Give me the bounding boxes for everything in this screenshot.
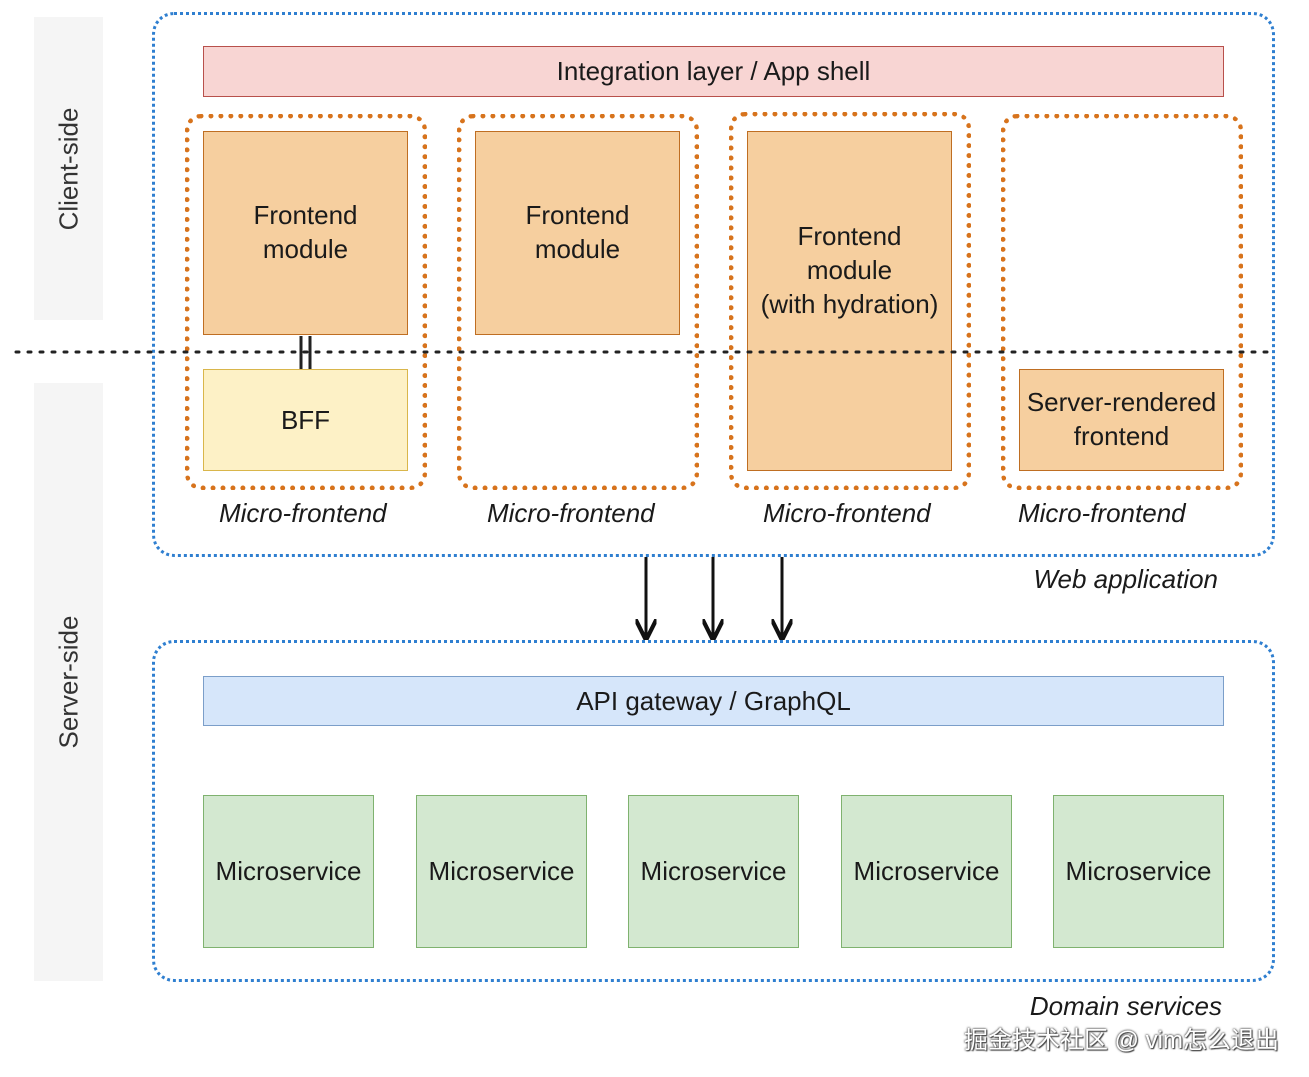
domain-services-region: [152, 640, 1275, 982]
micro-frontend-4: [1001, 114, 1243, 490]
client-side-band: Client-side: [34, 17, 103, 320]
frontend-module-2: Frontend module: [475, 131, 680, 335]
micro-frontend-2: [457, 114, 699, 490]
api-gateway-bar: API gateway / GraphQL: [203, 676, 1224, 726]
web-application-caption: Web application: [1033, 564, 1218, 594]
frontend-module-1-label: Frontend module: [253, 200, 358, 264]
bff-label: BFF: [280, 404, 331, 435]
frontend-module-1: Frontend module: [203, 131, 408, 335]
micro-frontend-3-caption: Micro-frontend: [763, 498, 931, 528]
microservice-4: Microservice: [841, 795, 1012, 948]
microservice-3: Microservice: [628, 795, 799, 948]
watermark: 掘金技术社区 @ vim怎么退出: [963, 1027, 1279, 1054]
integration-layer-bar: Integration layer / App shell: [203, 46, 1224, 97]
server-side-band: Server-side: [34, 383, 103, 981]
frontend-module-3: Frontend module (with hydration): [747, 131, 952, 471]
domain-services-caption: Domain services: [1029, 991, 1222, 1021]
microservice-1: Microservice: [203, 795, 374, 948]
micro-frontend-2-caption: Micro-frontend: [487, 498, 655, 528]
micro-frontend-4-caption: Micro-frontend: [1018, 498, 1186, 528]
frontend-module-2-label: Frontend module: [525, 200, 630, 264]
micro-frontend-1: [185, 114, 427, 490]
microservice-2: Microservice: [416, 795, 587, 948]
micro-frontend-1-caption: Micro-frontend: [219, 498, 387, 528]
microservice-5: Microservice: [1053, 795, 1224, 948]
frontend-module-3-label: Frontend module (with hydration): [760, 221, 939, 319]
server-rendered-frontend-label: Server-rendered frontend: [1026, 387, 1217, 451]
server-rendered-frontend-box: Server-rendered frontend: [1019, 369, 1224, 471]
web-application-region: [152, 12, 1275, 557]
bff-box: BFF: [203, 369, 408, 471]
micro-frontend-3: [729, 112, 971, 490]
